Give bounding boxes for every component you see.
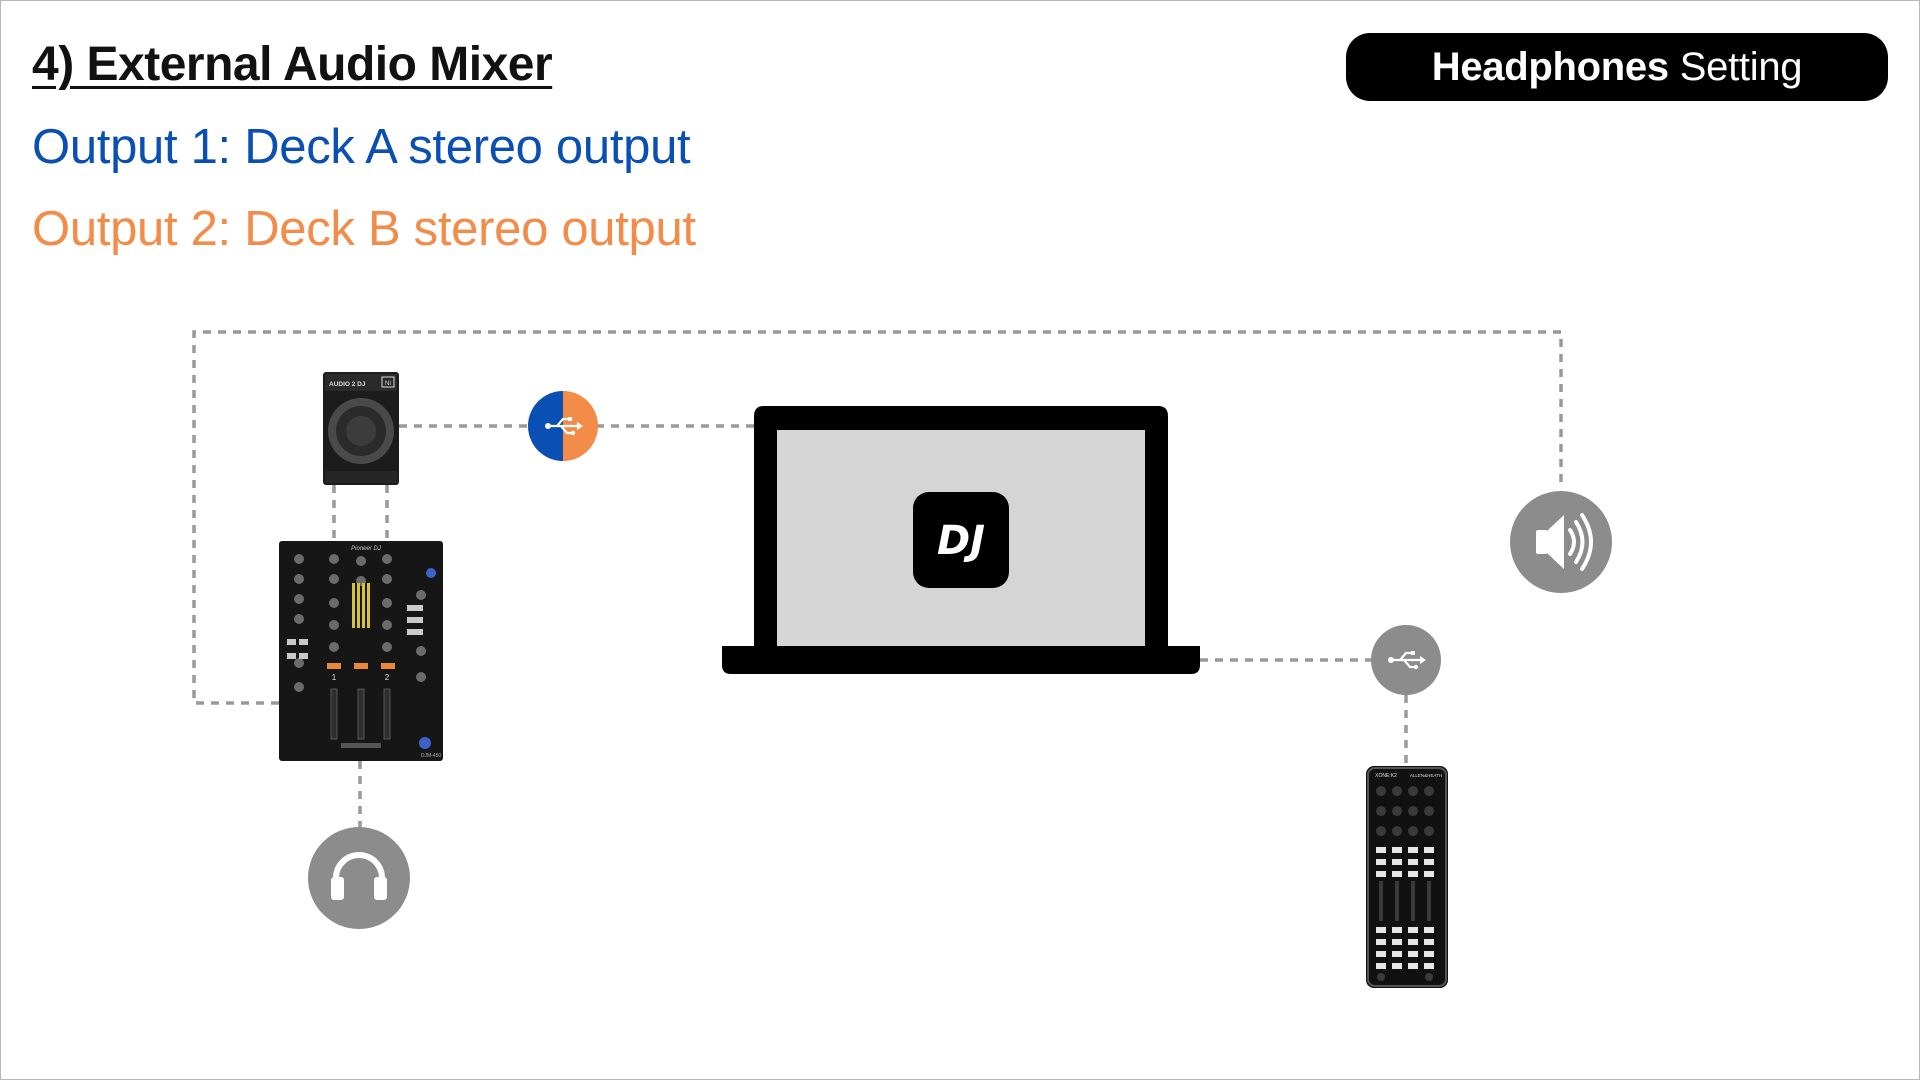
- audio-interface-tag: NI: [385, 381, 391, 387]
- controller-knob: [1424, 806, 1434, 816]
- output-1-label: Output 1: Deck A stereo output: [32, 120, 691, 174]
- controller-knob: [1376, 786, 1386, 796]
- controller-button: [1424, 927, 1434, 933]
- controller-button: [1376, 871, 1386, 877]
- controller-button: [1408, 939, 1418, 945]
- deck-output-loop-line: [192, 330, 1563, 705]
- controller-button: [1392, 963, 1402, 969]
- mixer-brand: Pioneer DJ: [351, 546, 382, 552]
- output-2-label: Output 2: Deck B stereo output: [32, 202, 696, 256]
- controller-fader: [1395, 881, 1399, 921]
- badge-regular-text: Setting: [1679, 44, 1803, 89]
- controller-knob: [1392, 806, 1402, 816]
- controller-maker: ALLEN&HEATH: [1410, 773, 1442, 778]
- controller-button: [1376, 951, 1386, 957]
- usb-icon: [545, 417, 583, 436]
- headphones-icon: [331, 852, 387, 900]
- controller-encoder: [1377, 973, 1385, 981]
- controller-button: [1392, 871, 1402, 877]
- controller-controls: [1376, 786, 1434, 981]
- controller-button: [1376, 859, 1386, 865]
- controller-fader: [1411, 881, 1415, 921]
- controller-button: [1408, 951, 1418, 957]
- controller-knob: [1376, 826, 1386, 836]
- speaker-icon: [1536, 513, 1593, 571]
- controller-knob: [1392, 786, 1402, 796]
- controller-button: [1376, 847, 1386, 853]
- audio-interface-brand: AUDIO 2 DJ: [329, 381, 366, 388]
- controller-button: [1424, 871, 1434, 877]
- controller-button: [1408, 927, 1418, 933]
- page-title: 4) External Audio Mixer: [32, 38, 553, 91]
- controller-button: [1376, 927, 1386, 933]
- headphones-setting-badge: Headphones Setting: [1346, 33, 1888, 101]
- controller-button: [1424, 847, 1434, 853]
- laptop: DJ: [722, 406, 1200, 674]
- controller-knob: [1408, 786, 1418, 796]
- headphones-node: [308, 827, 410, 929]
- controller-button: [1392, 847, 1402, 853]
- mixer-channel-2: 2: [385, 673, 390, 682]
- controller-knob: [1424, 786, 1434, 796]
- controller-button: [1392, 939, 1402, 945]
- controller-brand: XONE:K2: [1375, 773, 1397, 779]
- usb-icon: [1388, 651, 1426, 670]
- audio-interface: AUDIO 2 DJ NI: [323, 372, 399, 485]
- dj-app-logo-text: DJ: [937, 518, 985, 564]
- controller-button: [1376, 939, 1386, 945]
- controller-button: [1424, 859, 1434, 865]
- controller-knob: [1392, 826, 1402, 836]
- usb-controller-node: [1371, 625, 1441, 695]
- badge-bold-text: Headphones: [1431, 44, 1669, 89]
- mixer-model: DJM-450: [421, 753, 442, 759]
- controller-knob: [1408, 806, 1418, 816]
- mixer-channel-1: 1: [332, 673, 337, 682]
- controller-button: [1424, 939, 1434, 945]
- controller-knob: [1408, 826, 1418, 836]
- controller-button: [1408, 847, 1418, 853]
- controller-button: [1392, 859, 1402, 865]
- controller-button: [1392, 951, 1402, 957]
- controller-encoder: [1425, 973, 1433, 981]
- controller-knob: [1376, 806, 1386, 816]
- usb-hub-node: [528, 391, 598, 461]
- dj-app-logo: DJ: [913, 492, 1009, 588]
- controller-button: [1424, 951, 1434, 957]
- controller-button: [1408, 963, 1418, 969]
- controller-button: [1376, 963, 1386, 969]
- dj-mixer: Pioneer DJ: [279, 541, 443, 761]
- controller-button: [1424, 963, 1434, 969]
- controller-button: [1392, 927, 1402, 933]
- midi-controller: XONE:K2 ALLEN&HEATH: [1366, 766, 1448, 988]
- controller-fader: [1379, 881, 1383, 921]
- speaker-node: [1510, 491, 1612, 593]
- controller-knob: [1424, 826, 1434, 836]
- controller-button: [1408, 859, 1418, 865]
- controller-button: [1408, 871, 1418, 877]
- controller-fader: [1427, 881, 1431, 921]
